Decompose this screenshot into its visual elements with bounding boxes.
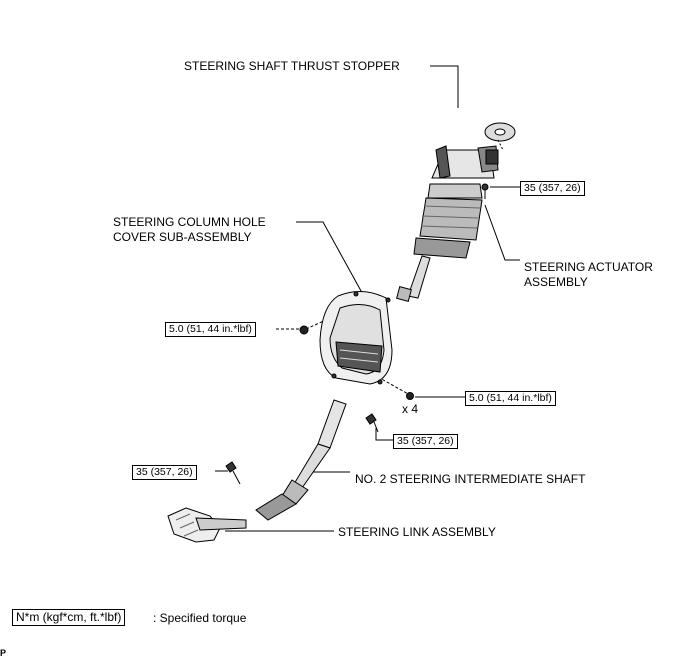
leader-cover-nut-left-b [305,309,349,330]
label-hole-cover-line1: STEERING COLUMN HOLE [113,215,266,229]
leader-cover-nut-right-b [377,376,411,396]
label-actuator-line2: ASSEMBLY [524,275,588,289]
label-link-assembly: STEERING LINK ASSEMBLY [338,525,496,539]
leader-shaft-bolt-upper [375,428,393,441]
label-actuator-line1: STEERING ACTUATOR [524,260,653,274]
cover-nut-left-part [299,325,309,335]
steering-actuator-part [396,145,499,302]
leader-hole-cover [296,221,367,301]
steering-column-hole-cover-part [319,291,393,385]
torque-cover-nut-left: 5.0 (51, 44 in.*lbf) [165,322,256,337]
actuator-bolt-part [481,183,489,199]
label-hole-cover-line2: COVER SUB-ASSEMBLY [113,230,252,244]
intermediate-shaft-part [255,399,347,521]
steering-link-part [167,507,247,543]
shaft-bolt-upper-part [365,413,379,433]
torque-shaft-bolt-upper: 35 (357, 26) [393,434,458,449]
torque-shaft-bolt-lower: 35 (357, 26) [132,465,197,480]
leader-thrust-stopper [430,65,459,108]
legend-description: : Specified torque [153,611,247,625]
label-thrust-stopper: STEERING SHAFT THRUST STOPPER [184,59,400,73]
leader-actuator [484,204,520,261]
label-intermediate-shaft: NO. 2 STEERING INTERMEDIATE SHAFT [355,472,586,486]
quantity-label: x 4 [402,402,419,416]
torque-cover-nut-right: 5.0 (51, 44 in.*lbf) [465,391,556,406]
legend-unit-box: N*m (kgf*cm, ft.*lbf) [12,609,126,626]
thrust-stopper-part [484,122,516,151]
corner-mark: P [0,648,7,658]
cover-nut-right-part [406,392,414,400]
torque-actuator-bolt: 35 (357, 26) [520,181,585,196]
shaft-bolt-lower-part [225,461,241,485]
